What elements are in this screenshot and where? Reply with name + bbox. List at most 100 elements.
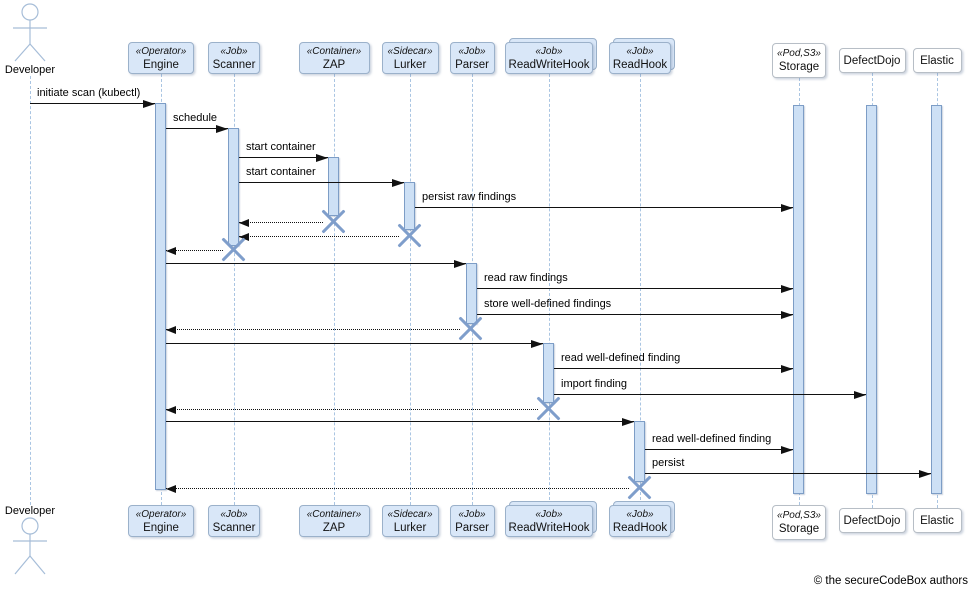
activation-bar-elastic <box>931 105 942 494</box>
return-message-line <box>166 329 460 330</box>
arrowhead-right-icon <box>854 391 866 399</box>
participant-bottom-readhook: «Job»ReadHook <box>609 505 671 537</box>
participant-top-scanner: «Job»Scanner <box>208 42 260 74</box>
developer-actor-icon <box>13 3 47 62</box>
return-message-line <box>166 409 538 410</box>
participant-top-readwritehook: «Job»ReadWriteHook <box>505 42 593 74</box>
activation-bar-engine <box>155 103 166 490</box>
destroy-x-icon <box>322 210 345 233</box>
activation-bar-readhook <box>634 421 645 482</box>
arrowhead-right-icon <box>781 311 793 319</box>
message-label: read well-defined finding <box>652 433 772 445</box>
stereotype-label: «Job» <box>458 45 486 57</box>
participant-name: Parser <box>455 58 489 71</box>
participant-name: Scanner <box>212 58 256 71</box>
stereotype-label: «Job» <box>535 45 563 57</box>
message-line <box>166 128 228 129</box>
activation-bar-lurker <box>404 182 415 230</box>
message-line <box>645 449 793 450</box>
arrowhead-right-icon <box>143 100 155 108</box>
stereotype-label: «Sidecar» <box>387 45 433 57</box>
participant-top-readhook: «Job»ReadHook <box>609 42 671 74</box>
stereotype-label: «Sidecar» <box>387 508 433 520</box>
message-line <box>477 288 793 289</box>
message-line <box>30 103 155 104</box>
stereotype-label: «Job» <box>626 45 654 57</box>
copyright-text: © the secureCodeBox authors <box>813 575 968 587</box>
participant-bottom-scanner: «Job»Scanner <box>208 505 260 537</box>
lifeline-scanner <box>234 74 235 505</box>
message-line <box>166 263 466 264</box>
participant-name: ReadHook <box>612 58 668 71</box>
message-line <box>239 157 328 158</box>
participant-top-engine: «Operator»Engine <box>128 42 194 74</box>
arrowhead-right-icon <box>454 260 466 268</box>
participant-bottom-parser: «Job»Parser <box>449 505 495 537</box>
message-line <box>477 314 793 315</box>
message-label: store well-defined findings <box>484 298 612 310</box>
activation-bar-zap <box>328 157 339 216</box>
stereotype-label: «Pod,S3» <box>777 510 821 521</box>
participant-name: Lurker <box>393 58 427 71</box>
arrowhead-right-icon <box>919 470 931 478</box>
participant-name: ReadHook <box>612 521 668 534</box>
message-line <box>554 368 793 369</box>
message-label: persist <box>652 457 685 469</box>
participant-name: Engine <box>143 521 179 534</box>
activation-bar-scanner <box>228 128 239 246</box>
participant-name: Scanner <box>212 521 256 534</box>
arrowhead-right-icon <box>392 179 404 187</box>
stereotype-label: «Container» <box>306 508 362 520</box>
lifeline-developer <box>30 76 31 505</box>
destroy-x-icon <box>398 224 421 247</box>
participant-name: ZAP <box>322 58 346 71</box>
participant-bottom-zap: «Container»ZAP <box>298 505 370 537</box>
participant-top-storage: «Pod,S3»Storage <box>772 43 826 78</box>
participant-name: ZAP <box>322 521 346 534</box>
return-message-line <box>166 488 629 489</box>
participant-bottom-readwritehook: «Job»ReadWriteHook <box>505 505 593 537</box>
message-line <box>166 421 634 422</box>
arrowhead-right-icon <box>216 125 228 133</box>
arrowhead-right-icon <box>622 418 634 426</box>
arrowhead-right-icon <box>531 340 543 348</box>
stereotype-label: «Job» <box>458 508 486 520</box>
lifeline-lurker <box>410 74 411 505</box>
lifeline-zap <box>334 74 335 505</box>
arrowhead-right-icon <box>781 365 793 373</box>
message-label: persist raw findings <box>422 191 517 203</box>
developer-label-bottom: Developer <box>4 505 56 517</box>
return-message-line <box>239 222 323 223</box>
message-line <box>645 473 931 474</box>
stereotype-label: «Operator» <box>135 508 187 520</box>
participant-top-elastic: Elastic <box>912 48 962 73</box>
message-label: read well-defined finding <box>561 352 681 364</box>
stereotype-label: «Pod,S3» <box>777 48 821 59</box>
stereotype-label: «Job» <box>220 508 248 520</box>
arrowhead-right-icon <box>781 446 793 454</box>
destroy-x-icon <box>222 238 245 261</box>
activation-bar-readwritehook <box>543 343 554 403</box>
message-line <box>415 207 793 208</box>
message-line <box>554 394 866 395</box>
message-label: read raw findings <box>484 272 568 284</box>
message-label: initiate scan (kubectl) <box>37 87 141 99</box>
activation-bar-parser <box>466 263 477 324</box>
message-label: import finding <box>561 378 628 390</box>
arrowhead-left-icon <box>166 406 176 414</box>
participant-name: ReadWriteHook <box>508 521 590 534</box>
lifeline-readwritehook <box>549 74 550 505</box>
destroy-x-icon <box>537 397 560 420</box>
return-message-line <box>166 250 223 251</box>
participant-name: DefectDojo <box>843 54 901 67</box>
participant-top-lurker: «Sidecar»Lurker <box>381 42 439 74</box>
participant-bottom-lurker: «Sidecar»Lurker <box>381 505 439 537</box>
destroy-x-icon <box>459 317 482 340</box>
destroy-x-icon <box>628 476 651 499</box>
stereotype-label: «Job» <box>220 45 248 57</box>
return-message-line <box>239 236 399 237</box>
developer-label-top: Developer <box>4 64 56 76</box>
participant-name: Elastic <box>920 514 954 527</box>
message-line <box>239 182 404 183</box>
message-label: schedule <box>173 112 218 124</box>
